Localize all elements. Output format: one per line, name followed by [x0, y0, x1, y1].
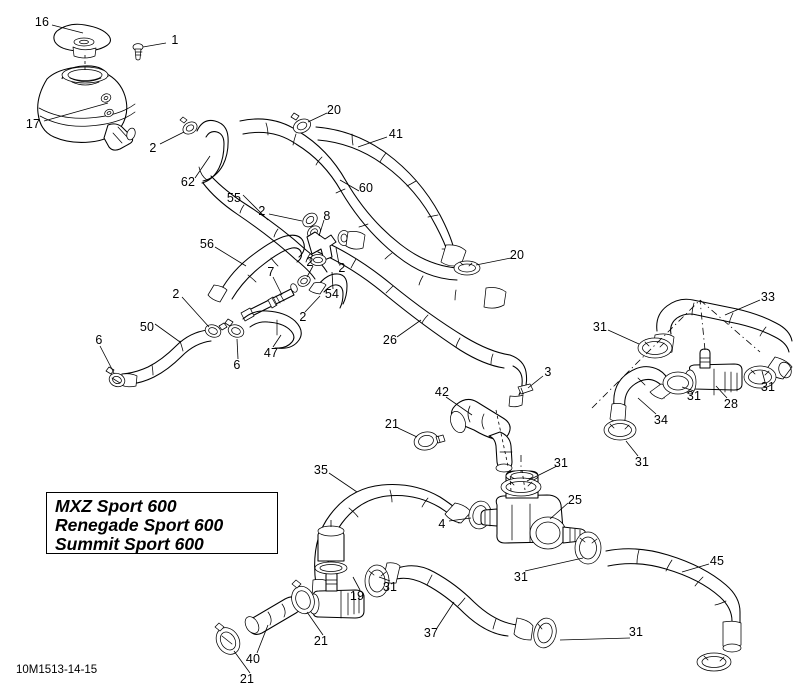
part-clamp-31-d [603, 419, 637, 441]
part-clamp-21-a [413, 431, 446, 451]
model-line-2: Renegade Sport 600 [55, 515, 224, 535]
callout-number: 20 [326, 103, 342, 117]
part-hose-62 [196, 119, 229, 184]
callout-number: 31 [513, 570, 529, 584]
callout-number: 21 [239, 672, 255, 685]
part-clamp-2-a [179, 116, 198, 135]
part-hose-41 [315, 126, 467, 267]
callout-number: 60 [358, 181, 374, 195]
callout-number: 19 [349, 589, 365, 603]
callout-number: 41 [388, 127, 404, 141]
part-clamp-31-g [696, 652, 732, 672]
part-clamp-21-c [214, 622, 241, 655]
callout-number: 37 [423, 626, 439, 640]
callout-number: 31 [592, 320, 608, 334]
callout-number: 2 [299, 310, 307, 324]
part-screw-1 [132, 43, 144, 61]
part-pipe-7 [240, 283, 298, 322]
callout-number: 40 [245, 652, 261, 666]
callout-number: 6 [233, 358, 241, 372]
callout-number: 35 [313, 463, 329, 477]
part-clamp-2-pipe [297, 275, 311, 287]
part-hose-54 [308, 273, 348, 309]
callout-number: 62 [180, 175, 196, 189]
part-clamp-31-i [364, 564, 390, 598]
document-code: 10M1513-14-15 [16, 664, 98, 676]
callout-number: 26 [382, 333, 398, 347]
callout-number: 31 [553, 456, 569, 470]
part-hose-45 [605, 548, 742, 653]
part-tee-8 [302, 212, 366, 266]
callout-number: 6 [95, 333, 103, 347]
callout-number: 2 [258, 204, 266, 218]
callout-number: 1 [171, 33, 179, 47]
part-hose-60 [239, 118, 507, 309]
part-clamp-31-f [574, 531, 602, 565]
callout-number: 47 [263, 346, 279, 360]
callout-number: 42 [434, 385, 450, 399]
callout-number: 33 [760, 290, 776, 304]
callout-number: 54 [324, 287, 340, 301]
model-line-1: MXZ Sport 600 [55, 496, 177, 516]
part-clamp-31-b [743, 365, 777, 389]
part-clamp-21-b [291, 579, 315, 615]
callout-number: 31 [382, 580, 398, 594]
callout-number: 31 [760, 380, 776, 394]
callout-number: 2 [172, 287, 180, 301]
part-clamp-20-a [290, 112, 311, 134]
callout-number: 25 [567, 493, 583, 507]
callout-number: 31 [686, 389, 702, 403]
model-line-3: Summit Sport 600 [55, 534, 204, 554]
callout-number: 8 [323, 209, 331, 223]
callout-number: 2 [338, 261, 346, 275]
callout-number: 4 [438, 517, 446, 531]
part-clamp-31-e [500, 477, 542, 497]
callout-leaders [43, 24, 766, 674]
part-hose-47 [242, 310, 302, 349]
callout-number: 21 [313, 634, 329, 648]
callout-number: 21 [384, 417, 400, 431]
callout-number: 31 [634, 455, 650, 469]
part-clamp-6-b [105, 366, 126, 388]
part-clamp-6-a [224, 318, 245, 338]
callout-number: 55 [226, 191, 242, 205]
part-hose-26 [317, 239, 528, 408]
callout-number: 34 [653, 413, 669, 427]
callout-number: 50 [139, 320, 155, 334]
callout-number: 31 [628, 625, 644, 639]
callout-number: 56 [199, 237, 215, 251]
callout-number: 16 [34, 15, 50, 29]
part-hose-34 [609, 366, 675, 422]
callout-number: 45 [709, 554, 725, 568]
part-clamp-31-h [533, 617, 557, 649]
part-pipe-42 [450, 398, 513, 473]
callout-number: 3 [544, 365, 552, 379]
callout-number: 20 [509, 248, 525, 262]
part-clamp-20-b [453, 260, 481, 276]
callout-number: 7 [267, 265, 275, 279]
part-hose-50 [120, 329, 212, 388]
part-clamp-31-a [637, 337, 673, 359]
callout-number: 2 [149, 141, 157, 155]
model-applicability-box: MXZ Sport 600 Renegade Sport 600 Summit … [46, 492, 278, 554]
part-hose-37 [382, 562, 534, 641]
callout-number: 2 [306, 255, 314, 269]
part-reservoir-assembly [37, 23, 136, 151]
callout-number: 28 [723, 397, 739, 411]
part-clamp-2-hose50 [204, 322, 228, 338]
part-tee-19 [308, 520, 365, 619]
callout-number: 17 [25, 117, 41, 131]
